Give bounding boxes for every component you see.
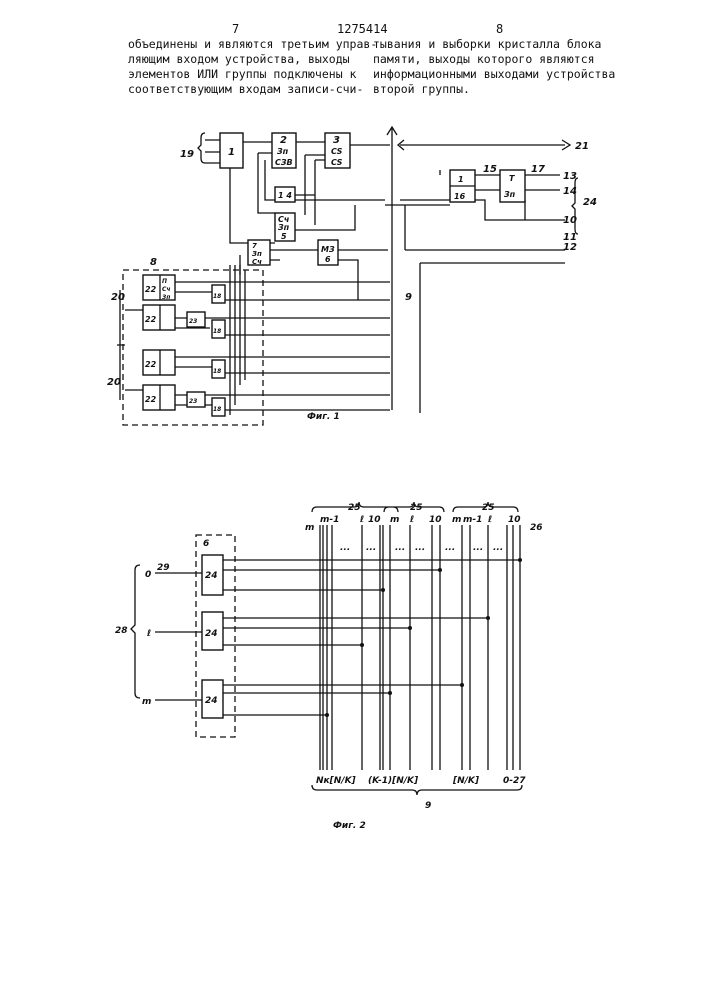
line-l: ℓ <box>409 515 414 525</box>
label-28: 28 <box>115 626 128 636</box>
label-29: 29 <box>157 563 170 573</box>
bus-label-1: Nк[N/K] <box>316 776 357 786</box>
line-l: ℓ <box>487 515 492 525</box>
group-25: 25 <box>410 503 423 513</box>
input-0: 0 <box>145 570 151 580</box>
line-10: 10 <box>429 515 442 525</box>
bus-label-4: 0-27 <box>503 776 526 786</box>
line-10: 10 <box>508 515 521 525</box>
ellipsis: ... <box>415 543 425 553</box>
fig2-bus-lines <box>131 502 522 795</box>
line-m-1: m-1 <box>320 515 339 525</box>
ellipsis: ... <box>366 543 376 553</box>
bus-label-3: [N/K] <box>452 776 480 786</box>
fig2-caption: Фиг. 2 <box>333 821 366 831</box>
input-l: ℓ <box>146 629 151 639</box>
line-m: m <box>390 515 399 525</box>
bus-9-label: 9 <box>425 801 431 811</box>
ellipsis: ... <box>395 543 405 553</box>
line-m-1: m-1 <box>463 515 482 525</box>
line-m: m <box>452 515 461 525</box>
ellipsis: ... <box>493 543 503 553</box>
ellipsis: ... <box>473 543 483 553</box>
block-24-label: 24 <box>205 696 218 706</box>
bus-label-2: (K-1)[N/K] <box>368 776 419 786</box>
ellipsis: ... <box>445 543 455 553</box>
label-26: 26 <box>530 523 543 533</box>
line-m: m <box>305 523 314 533</box>
block-6-label: 6 <box>203 539 209 549</box>
group-25: 25 <box>348 503 361 513</box>
line-10: 10 <box>368 515 381 525</box>
group-25: 25 <box>482 503 495 513</box>
input-m: m <box>142 697 151 707</box>
line-l: ℓ <box>359 515 364 525</box>
block-24-label: 24 <box>205 571 218 581</box>
block-24-label: 24 <box>205 629 218 639</box>
ellipsis: ... <box>340 543 350 553</box>
